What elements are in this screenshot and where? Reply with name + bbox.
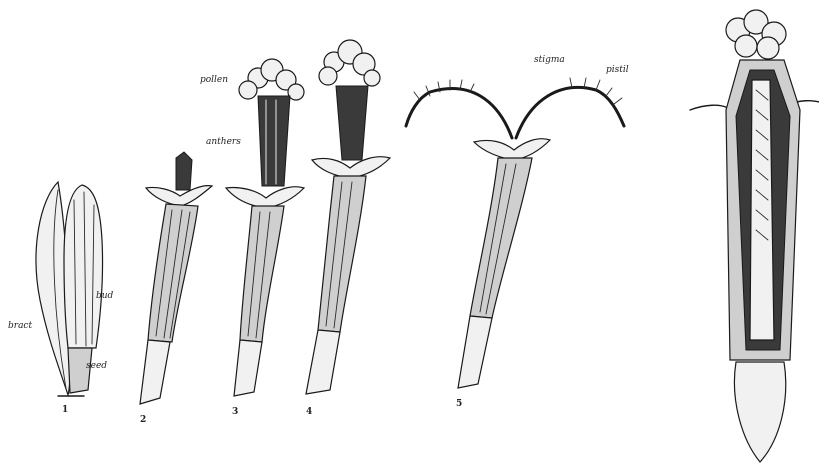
stage-4-floret (306, 40, 390, 394)
bud (64, 185, 103, 348)
label-pollen: pollen (200, 75, 228, 85)
stage-number-5: 5 (456, 399, 462, 409)
label-bract: bract (8, 321, 32, 331)
section-pollen (726, 10, 786, 59)
label-stigma: stigma (534, 55, 565, 65)
stage-number-4: 4 (306, 407, 312, 417)
stage-number-2: 2 (140, 415, 146, 425)
stage-3-floret (226, 59, 304, 396)
longitudinal-section (690, 10, 819, 462)
stage-number-3: 3 (232, 407, 238, 417)
label-pistil: pistil (606, 65, 629, 75)
pollen-cluster-4 (319, 40, 380, 86)
stage-5-floret (406, 78, 624, 388)
stage-number-1: 1 (62, 405, 68, 415)
stage-2-floret (140, 152, 212, 404)
label-anthers: anthers (206, 137, 241, 147)
pollen-cluster (239, 59, 304, 100)
stigma-arm-left (406, 89, 512, 138)
stigma-arm-right (516, 87, 624, 138)
label-seed: seed (86, 361, 107, 371)
label-bud: bud (96, 291, 114, 301)
